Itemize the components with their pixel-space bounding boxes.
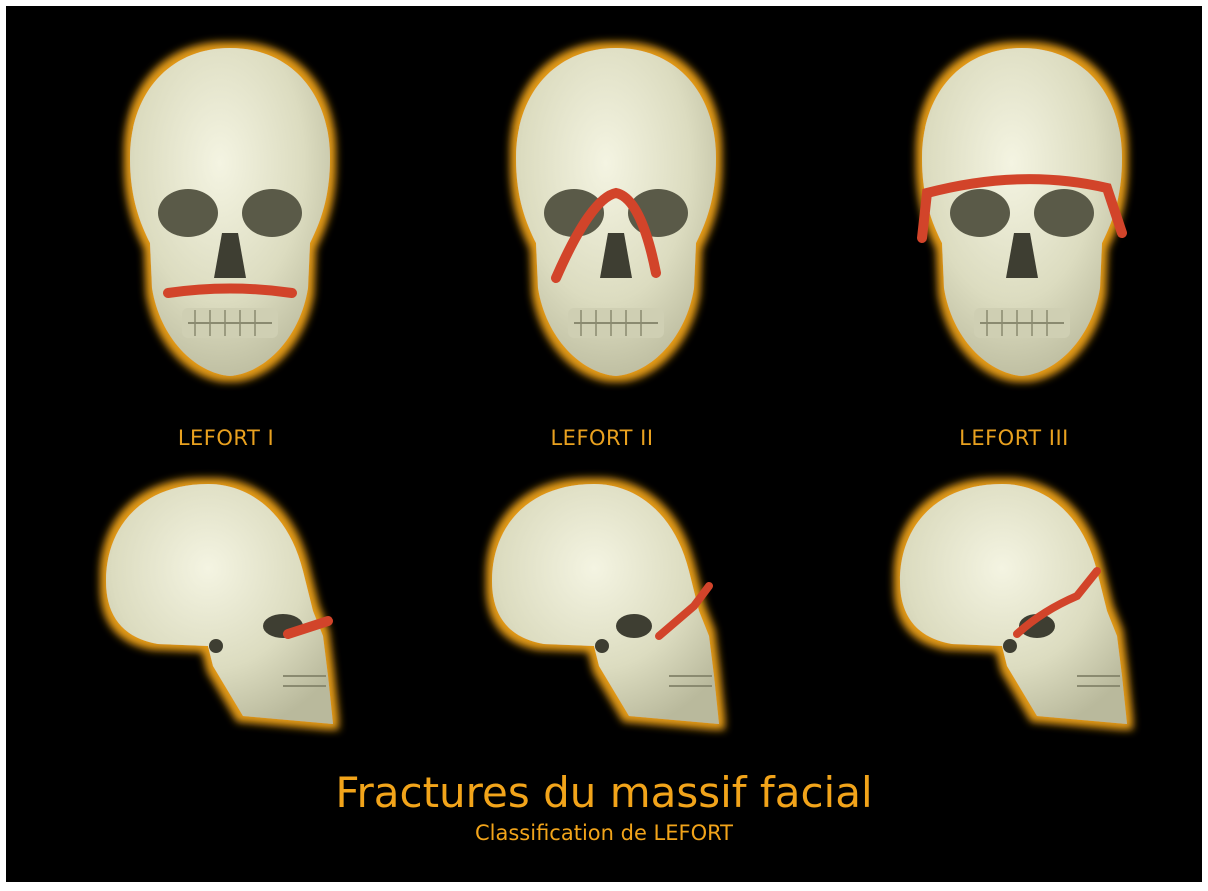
skull-side-lefort-3: [892, 476, 1152, 736]
label-lefort-1: LEFORT I: [126, 426, 326, 450]
page-subtitle: Classification de LEFORT: [6, 821, 1202, 845]
skull-front-lefort-2: [496, 38, 736, 388]
skull-side-lefort-2: [484, 476, 744, 736]
skull-side-lefort-1: [98, 476, 358, 736]
page-title: Fractures du massif facial: [6, 768, 1202, 817]
skull-front-lefort-1: [110, 38, 350, 388]
skull-front-lefort-3: [902, 38, 1142, 388]
label-lefort-2: LEFORT II: [502, 426, 702, 450]
label-lefort-3: LEFORT III: [914, 426, 1114, 450]
diagram-canvas: LEFORT I LEFORT II LEFORT III Fractures …: [6, 6, 1202, 882]
